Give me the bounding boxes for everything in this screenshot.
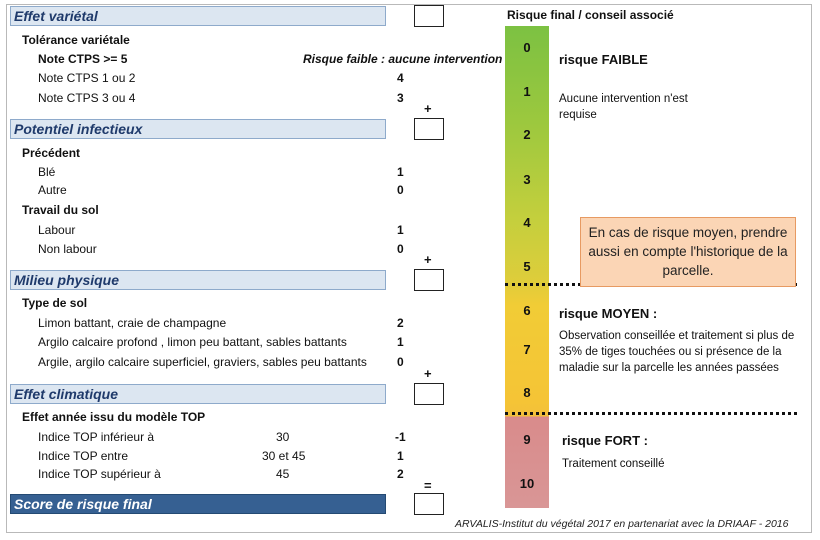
medium-risk-callout: En cas de risque moyen, prendre aussi en… [580, 217, 796, 287]
scale-number: 1 [523, 84, 531, 99]
scale-number: 2 [523, 127, 531, 142]
climatic-item-points: 1 [397, 449, 404, 463]
infectious-item-points: 0 [397, 183, 404, 197]
infectious-item-label: Labour [38, 223, 76, 237]
climatic-item-threshold: 30 et 45 [262, 449, 306, 463]
varietal-low-risk-note: Risque faible : aucune intervention [303, 52, 503, 66]
section-final-title: Score de risque final [10, 494, 386, 514]
varietal-subtitle: Tolérance variétale [22, 33, 130, 47]
infectious-item-label: Non labour [38, 242, 97, 256]
risk-medium-label: risque MOYEN : [559, 306, 658, 321]
varietal-item-label: Note CTPS >= 5 [38, 52, 128, 66]
scale-number: 3 [523, 172, 531, 187]
infectious-subtitle: Travail du sol [22, 203, 99, 217]
climatic-item-label: Indice TOP supérieur à [38, 467, 161, 481]
infectious-subtitle: Précédent [22, 146, 81, 160]
score-box-physical[interactable] [414, 269, 444, 291]
varietal-item-points: 3 [397, 91, 404, 105]
physical-item-points: 2 [397, 316, 404, 330]
sheet-frame [6, 4, 812, 533]
physical-item-points: 0 [397, 355, 404, 369]
climatic-item-points: -1 [395, 430, 406, 444]
risk-medium-desc: Observation conseillée et traitement si … [559, 330, 795, 374]
scale-number: 7 [523, 342, 531, 357]
risk-separator [505, 412, 797, 415]
physical-item-label: Limon battant, craie de champagne [38, 316, 227, 330]
risk-low-desc: Aucune intervention n'est requise [559, 93, 688, 121]
score-box-varietal[interactable] [414, 5, 444, 27]
score-box-climatic[interactable] [414, 383, 444, 405]
varietal-item-label: Note CTPS 3 ou 4 [38, 91, 136, 105]
physical-item-label: Argilo calcaire profond , limon peu batt… [38, 335, 347, 349]
climatic-item-threshold: 30 [276, 430, 290, 444]
score-box-infectious[interactable] [414, 118, 444, 140]
infectious-item-label: Autre [38, 183, 67, 197]
infectious-item-points: 0 [397, 242, 404, 256]
infectious-item-points: 1 [397, 223, 404, 237]
scale-number: 9 [523, 432, 531, 447]
risk-high-label: risque FORT : [562, 433, 648, 448]
risk-header: Risque final / conseil associé [507, 8, 674, 22]
scale-number: 6 [523, 303, 531, 318]
infectious-item-label: Blé [38, 165, 56, 179]
plus-operator: + [424, 366, 432, 381]
scale-number: 4 [523, 215, 531, 230]
scale-number: 0 [523, 40, 531, 55]
section-infectious-title: Potentiel infectieux [10, 119, 386, 139]
equals-operator: = [424, 478, 432, 493]
physical-item-label: Argile, argilo calcaire superficiel, gra… [38, 355, 367, 369]
score-box-final[interactable] [414, 493, 444, 515]
varietal-item-label: Note CTPS 1 ou 2 [38, 71, 136, 85]
risk-color-scale [505, 26, 549, 508]
footer-credit: ARVALIS-Institut du végétal 2017 en part… [455, 518, 789, 530]
scale-number: 10 [519, 476, 535, 491]
climatic-item-points: 2 [397, 467, 404, 481]
infectious-item-points: 1 [397, 165, 404, 179]
section-physical-title: Milieu physique [10, 270, 386, 290]
physical-subtitle: Type de sol [22, 296, 88, 310]
scale-number: 8 [523, 385, 531, 400]
plus-operator: + [424, 101, 432, 116]
physical-item-points: 1 [397, 335, 404, 349]
scale-number: 5 [523, 259, 531, 274]
section-climatic-title: Effet climatique [10, 384, 386, 404]
plus-operator: + [424, 252, 432, 267]
climatic-item-label: Indice TOP inférieur à [38, 430, 155, 444]
varietal-item-points: 4 [397, 71, 404, 85]
section-varietal-title: Effet variétal [10, 6, 386, 26]
risk-high-desc: Traitement conseillé [562, 458, 665, 470]
climatic-item-threshold: 45 [276, 467, 290, 481]
risk-low-label: risque FAIBLE [559, 52, 648, 67]
climatic-subtitle: Effet année issu du modèle TOP [22, 410, 206, 424]
climatic-item-label: Indice TOP entre [38, 449, 129, 463]
